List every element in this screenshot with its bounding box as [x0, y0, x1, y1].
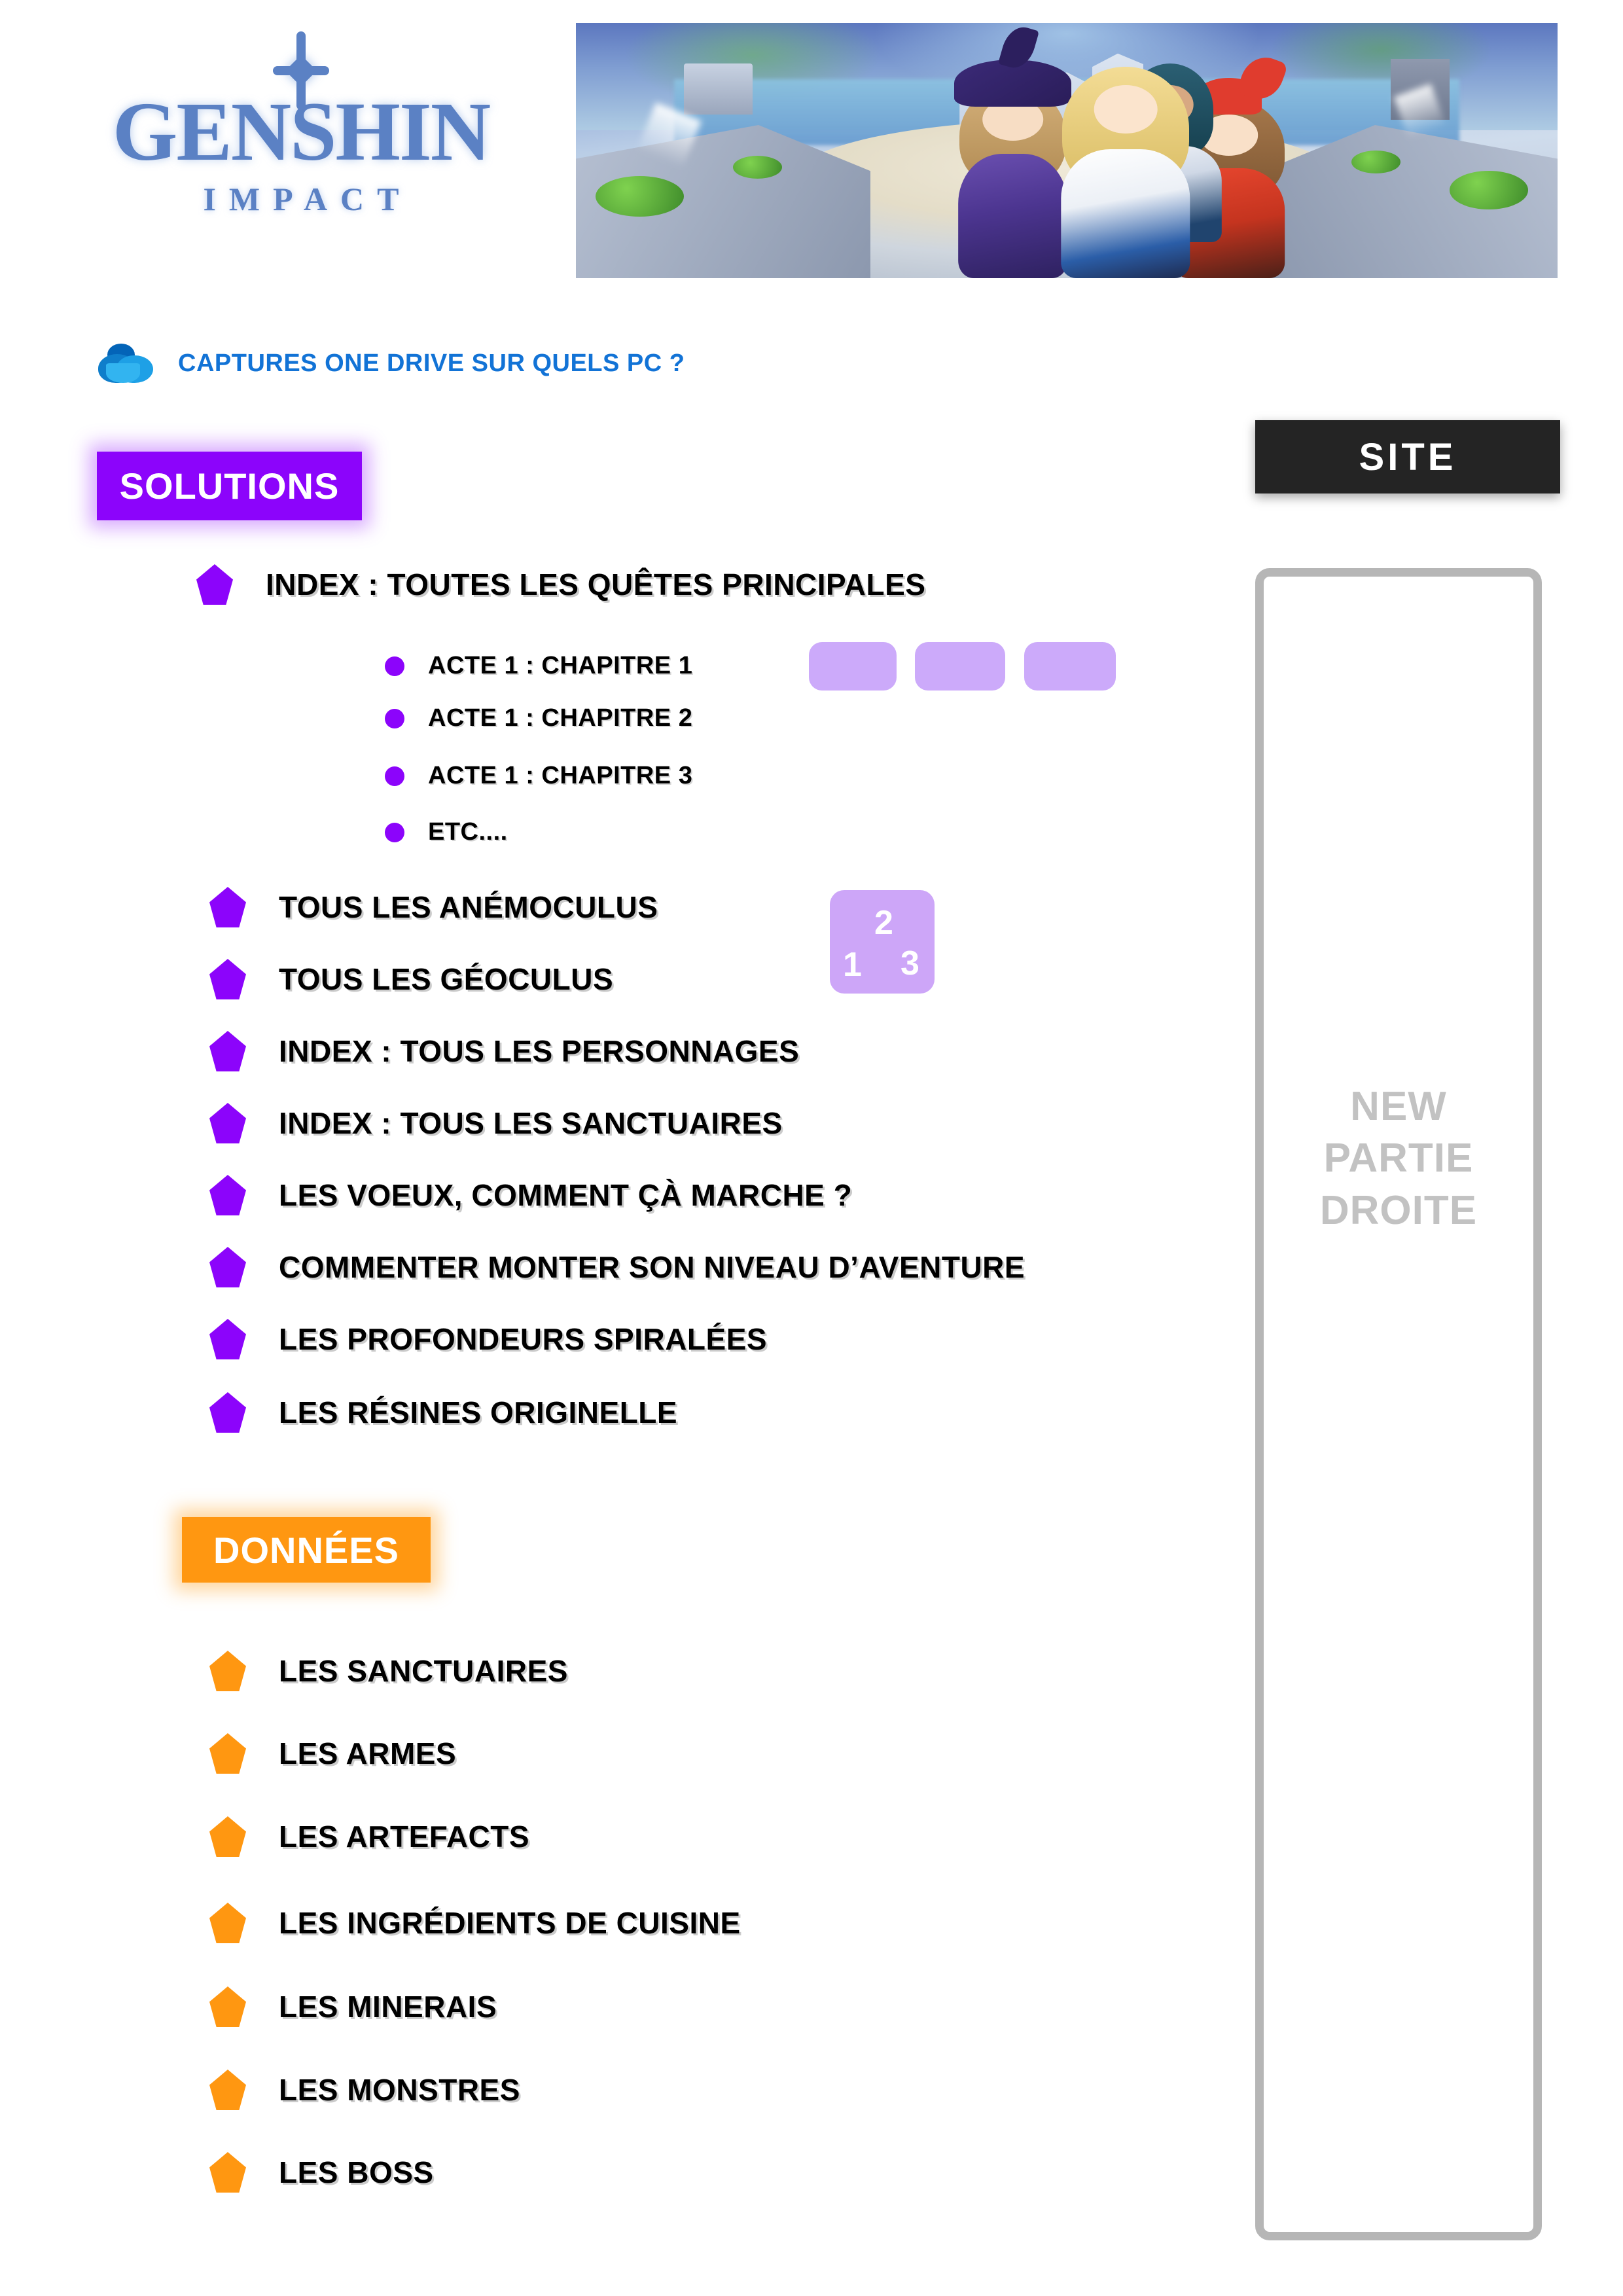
pentagon-bullet-icon: [209, 1247, 246, 1287]
section-badge-donnees[interactable]: DONNÉES: [182, 1517, 431, 1583]
solutions-item-2[interactable]: TOUS LES GÉOCULUS: [209, 959, 613, 999]
donnees-item-2[interactable]: LES ARTEFACTS: [209, 1816, 529, 1857]
numbered-placeholder-card[interactable]: 2 1 3: [830, 890, 935, 994]
solutions-item-5[interactable]: LES VOEUX, COMMENT ÇÀ MARCHE ?: [209, 1175, 852, 1215]
pentagon-bullet-icon: [209, 1319, 246, 1359]
donnees-item-4[interactable]: LES MINERAIS: [209, 1986, 497, 2027]
solutions-item-3[interactable]: INDEX : TOUS LES PERSONNAGES: [209, 1031, 799, 1071]
solutions-item-1[interactable]: TOUS LES ANÉMOCULUS: [209, 887, 658, 927]
genshin-star-icon: [285, 54, 317, 87]
dot-bullet-icon: [385, 766, 404, 786]
onedrive-cloud-icon: [98, 344, 156, 383]
pentagon-bullet-icon: [209, 1651, 246, 1691]
logo-sub-text: IMPACT: [203, 181, 412, 217]
solutions-item-label: TOUS LES ANÉMOCULUS: [279, 890, 658, 924]
pentagon-bullet-icon: [209, 887, 246, 927]
pentagon-bullet-icon: [209, 2152, 246, 2193]
site-panel-placeholder-line-3: DROITE: [1319, 1187, 1478, 1233]
donnees-item-label: LES SANCTUAIRES: [279, 1654, 568, 1688]
pentagon-bullet-icon: [209, 1103, 246, 1143]
genshin-banner-artwork: [576, 23, 1558, 278]
pentagon-bullet-icon: [209, 1031, 246, 1071]
onedrive-caption-row: CAPTURES ONE DRIVE SUR QUELS PC ?: [98, 344, 685, 383]
pentagon-bullet-icon: [209, 959, 246, 999]
donnees-item-3[interactable]: LES INGRÉDIENTS DE CUISINE: [209, 1903, 741, 1943]
dot-bullet-icon: [385, 822, 404, 842]
solutions-item-label: LES VOEUX, COMMENT ÇÀ MARCHE ?: [279, 1178, 853, 1212]
donnees-item-1[interactable]: LES ARMES: [209, 1733, 456, 1774]
onedrive-caption-text: CAPTURES ONE DRIVE SUR QUELS PC ?: [178, 349, 685, 377]
donnees-item-label: LES MONSTRES: [279, 2073, 520, 2107]
pentagon-bullet-icon: [209, 1816, 246, 1857]
solutions-subitem-3[interactable]: ETC....: [385, 818, 508, 846]
pentagon-bullet-icon: [209, 1903, 246, 1943]
pentagon-bullet-icon: [209, 1175, 246, 1215]
card-number-2: 2: [874, 904, 893, 942]
banner-tree: [733, 155, 782, 179]
site-panel-placeholder-line-2: PARTIE: [1323, 1136, 1474, 1181]
solutions-item-label: INDEX : TOUS LES SANCTUAIRES: [279, 1106, 783, 1140]
solutions-subitem-label: ETC....: [428, 818, 508, 846]
banner-tower-left: [684, 63, 753, 115]
solutions-subitem-label: ACTE 1 : CHAPITRE 3: [428, 762, 693, 789]
donnees-item-label: LES INGRÉDIENTS DE CUISINE: [279, 1906, 741, 1940]
solutions-subitem-2[interactable]: ACTE 1 : CHAPITRE 3: [385, 762, 692, 790]
solutions-item-label: INDEX : TOUS LES PERSONNAGES: [279, 1034, 800, 1068]
pentagon-bullet-icon: [209, 1733, 246, 1774]
solutions-subitem-label: ACTE 1 : CHAPITRE 1: [428, 652, 693, 679]
solutions-item-7[interactable]: LES PROFONDEURS SPIRALÉES: [209, 1319, 767, 1359]
site-panel-placeholder: NEW PARTIE DROITE: [1264, 1081, 1533, 1236]
pentagon-bullet-icon: [209, 2070, 246, 2110]
pentagon-bullet-icon: [209, 1392, 246, 1433]
solutions-item-4[interactable]: INDEX : TOUS LES SANCTUAIRES: [209, 1103, 783, 1143]
page-header: GENSHIN IMPACT: [0, 0, 1623, 308]
site-panel-frame[interactable]: NEW PARTIE DROITE: [1255, 568, 1542, 2240]
dot-bullet-icon: [385, 656, 404, 676]
solutions-item-6[interactable]: COMMENTER MONTER SON NIVEAU D’AVENTURE: [209, 1247, 1025, 1287]
solutions-subitem-0[interactable]: ACTE 1 : CHAPITRE 1: [385, 652, 692, 680]
site-panel-badge[interactable]: SITE: [1255, 420, 1560, 493]
pentagon-bullet-icon: [196, 564, 233, 605]
placeholder-chip[interactable]: [1024, 642, 1116, 691]
donnees-item-label: LES ARMES: [279, 1736, 457, 1770]
genshin-impact-logo: GENSHIN IMPACT: [92, 54, 510, 239]
solutions-item-label: LES RÉSINES ORIGINELLE: [279, 1395, 678, 1429]
banner-tree: [1450, 171, 1528, 209]
placeholder-chip[interactable]: [809, 642, 897, 691]
banner-tree: [1351, 151, 1400, 174]
banner-tree: [596, 176, 684, 217]
solutions-item-label: LES PROFONDEURS SPIRALÉES: [279, 1322, 768, 1356]
section-badge-solutions[interactable]: SOLUTIONS: [97, 452, 362, 520]
solutions-item-label: TOUS LES GÉOCULUS: [279, 962, 614, 996]
solutions-item-label: INDEX : TOUTES LES QUÊTES PRINCIPALES: [266, 567, 926, 601]
placeholder-chip[interactable]: [915, 642, 1005, 691]
donnees-item-5[interactable]: LES MONSTRES: [209, 2070, 520, 2110]
card-number-1: 1: [843, 946, 862, 984]
donnees-item-label: LES BOSS: [279, 2155, 434, 2189]
solutions-item-0[interactable]: INDEX : TOUTES LES QUÊTES PRINCIPALES: [196, 564, 926, 605]
site-panel-placeholder-line-1: NEW: [1350, 1084, 1447, 1129]
solutions-item-8[interactable]: LES RÉSINES ORIGINELLE: [209, 1392, 677, 1433]
banner-character-lisa: [949, 59, 1077, 278]
dot-bullet-icon: [385, 708, 404, 728]
donnees-item-label: LES MINERAIS: [279, 1990, 497, 2024]
solutions-subitem-label: ACTE 1 : CHAPITRE 2: [428, 704, 693, 732]
donnees-item-label: LES ARTEFACTS: [279, 1820, 530, 1854]
donnees-item-0[interactable]: LES SANCTUAIRES: [209, 1651, 568, 1691]
logo-wordmark: GENSHIN: [113, 54, 491, 173]
banner-character-lumine: [1057, 48, 1194, 278]
donnees-item-6[interactable]: LES BOSS: [209, 2152, 434, 2193]
solutions-item-label: COMMENTER MONTER SON NIVEAU D’AVENTURE: [279, 1250, 1026, 1284]
solutions-subitem-1[interactable]: ACTE 1 : CHAPITRE 2: [385, 704, 692, 732]
pentagon-bullet-icon: [209, 1986, 246, 2027]
card-number-3: 3: [901, 944, 919, 982]
